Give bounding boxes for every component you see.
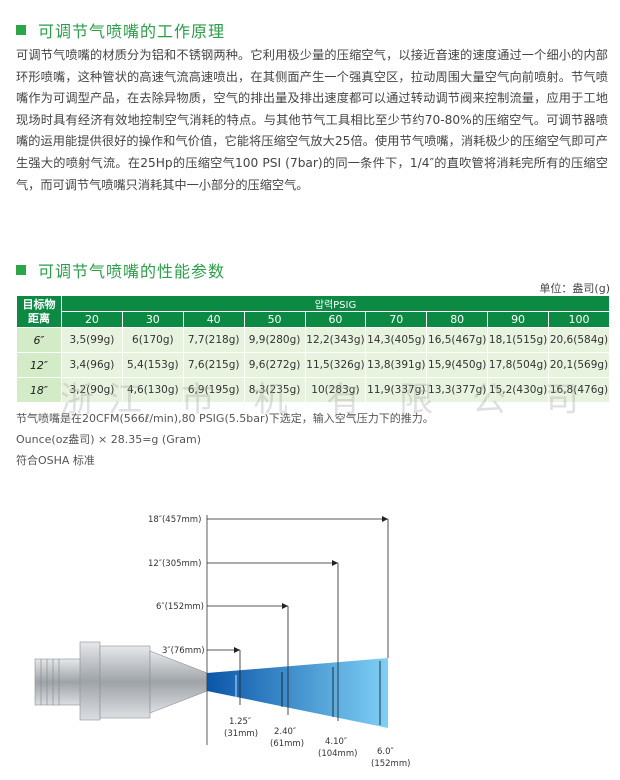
distance-label: 18″(457mm) <box>148 515 201 525</box>
table-cell: 16,8(476g) <box>548 377 610 403</box>
width-label: 2.40″ <box>274 727 296 737</box>
table-cell: 12,2(343g) <box>304 327 367 353</box>
distance-label: 12″(305mm) <box>148 559 201 569</box>
table-cell: 5,4(153g) <box>121 352 184 378</box>
section-heading-principle: 可调节气喷嘴的工作原理 <box>16 18 225 42</box>
distance-marker-6: 6″(152mm) <box>156 602 289 715</box>
width-label: (104mm) <box>318 749 357 759</box>
table-cell: 8,3(235g) <box>243 377 306 403</box>
row-distance: 12″ <box>16 352 62 378</box>
nozzle-spread-diagram: 18″(457mm) 12″(305mm) 6″(152mm) 3″(76mm)… <box>34 515 410 769</box>
note-line: Ounce(oz盎司) × 28.35=g (Gram) <box>16 433 201 446</box>
table-cell: 3,5(99g) <box>61 327 123 353</box>
pressure-value: 100 <box>548 311 610 328</box>
table-cell: 16,5(467g) <box>426 327 489 353</box>
table-cell: 14,3(405g) <box>365 327 428 353</box>
width-label: 4.10″ <box>325 737 347 747</box>
section-title: 可调节气喷嘴的工作原理 <box>38 22 226 41</box>
table-cell: 11,5(326g) <box>304 352 367 378</box>
distance-label: 3″(76mm) <box>162 646 205 656</box>
distance-marker-12: 12″(305mm) <box>148 559 339 721</box>
pressure-value: 20 <box>61 311 123 328</box>
width-label: 1.25″ <box>229 717 251 727</box>
distance-marker-3: 3″(76mm) <box>162 646 241 705</box>
table-cell: 6(170g) <box>121 327 184 353</box>
table-row: 12″3,4(96g)5,4(153g)7,6(215g)9,6(272g)11… <box>16 352 610 378</box>
width-label: (61mm) <box>270 739 304 749</box>
bullet-square-icon <box>16 25 26 35</box>
table-corner-header: 目标物 距离 <box>16 295 62 328</box>
table-cell: 18,1(515g) <box>487 327 549 353</box>
table-cell: 7,7(218g) <box>182 327 245 353</box>
table-row: 18″3,2(90g)4,6(130g)6,9(195g)8,3(235g)10… <box>16 377 610 403</box>
pressure-value: 60 <box>304 311 367 328</box>
pressure-value: 40 <box>182 311 245 328</box>
note-line: 节气喷嘴是在20CFM(566ℓ/min),80 PSIG(5.5bar)下选定… <box>16 412 434 425</box>
table-cell: 9,9(280g) <box>243 327 306 353</box>
pressure-value: 80 <box>426 311 489 328</box>
pressure-header: 압력PSIG <box>61 295 610 312</box>
table-cell: 13,3(377g) <box>426 377 489 403</box>
row-distance: 6″ <box>16 327 62 353</box>
pressure-value: 70 <box>365 311 428 328</box>
pressure-value: 30 <box>121 311 184 328</box>
table-cell: 6,9(195g) <box>182 377 245 403</box>
table-cell: 15,2(430g) <box>487 377 549 403</box>
pressure-value: 50 <box>243 311 306 328</box>
nozzle-icon <box>34 641 208 721</box>
bullet-square-icon <box>16 265 26 275</box>
width-arrow <box>235 661 381 725</box>
table-row: 6″3,5(99g)6(170g)7,7(218g)9,9(280g)12,2(… <box>16 327 610 353</box>
distance-marker-18: 18″(457mm) <box>148 515 389 658</box>
section-heading-specs: 可调节气喷嘴的性能参数 <box>16 258 225 282</box>
table-cell: 4,6(130g) <box>121 377 184 403</box>
principle-paragraph: 可调节气喷嘴的材质分为铝和不锈钢两种。它利用极少量的压缩空气，以接近音速的速度通… <box>16 48 608 192</box>
unit-label: 单位：盎司(g) <box>539 282 610 295</box>
table-cell: 9,6(272g) <box>243 352 306 378</box>
section-title: 可调节气喷嘴的性能参数 <box>38 262 226 281</box>
table-cell: 3,4(96g) <box>61 352 123 378</box>
table-cell: 15,9(450g) <box>426 352 489 378</box>
table-cell: 3,2(90g) <box>61 377 123 403</box>
row-distance: 18″ <box>16 377 62 403</box>
table-cell: 7,6(215g) <box>182 352 245 378</box>
note-line: 符合OSHA 标准 <box>16 454 95 467</box>
width-label: 6.0″ <box>377 747 394 757</box>
notes: 节气喷嘴是在20CFM(566ℓ/min),80 PSIG(5.5bar)下选定… <box>16 408 434 471</box>
table-cell: 20,6(584g) <box>548 327 610 353</box>
pressure-value: 90 <box>487 311 549 328</box>
table-cell: 20,1(569g) <box>548 352 610 378</box>
distance-label: 6″(152mm) <box>156 602 204 612</box>
table-cell: 17,8(504g) <box>487 352 549 378</box>
table-cell: 11,9(337g) <box>365 377 428 403</box>
table-cell: 10(283g) <box>304 377 367 403</box>
table-cell: 13,8(391g) <box>365 352 428 378</box>
width-label: (152mm) <box>371 759 410 769</box>
width-label: (31mm) <box>224 729 258 739</box>
air-beam <box>207 658 388 728</box>
